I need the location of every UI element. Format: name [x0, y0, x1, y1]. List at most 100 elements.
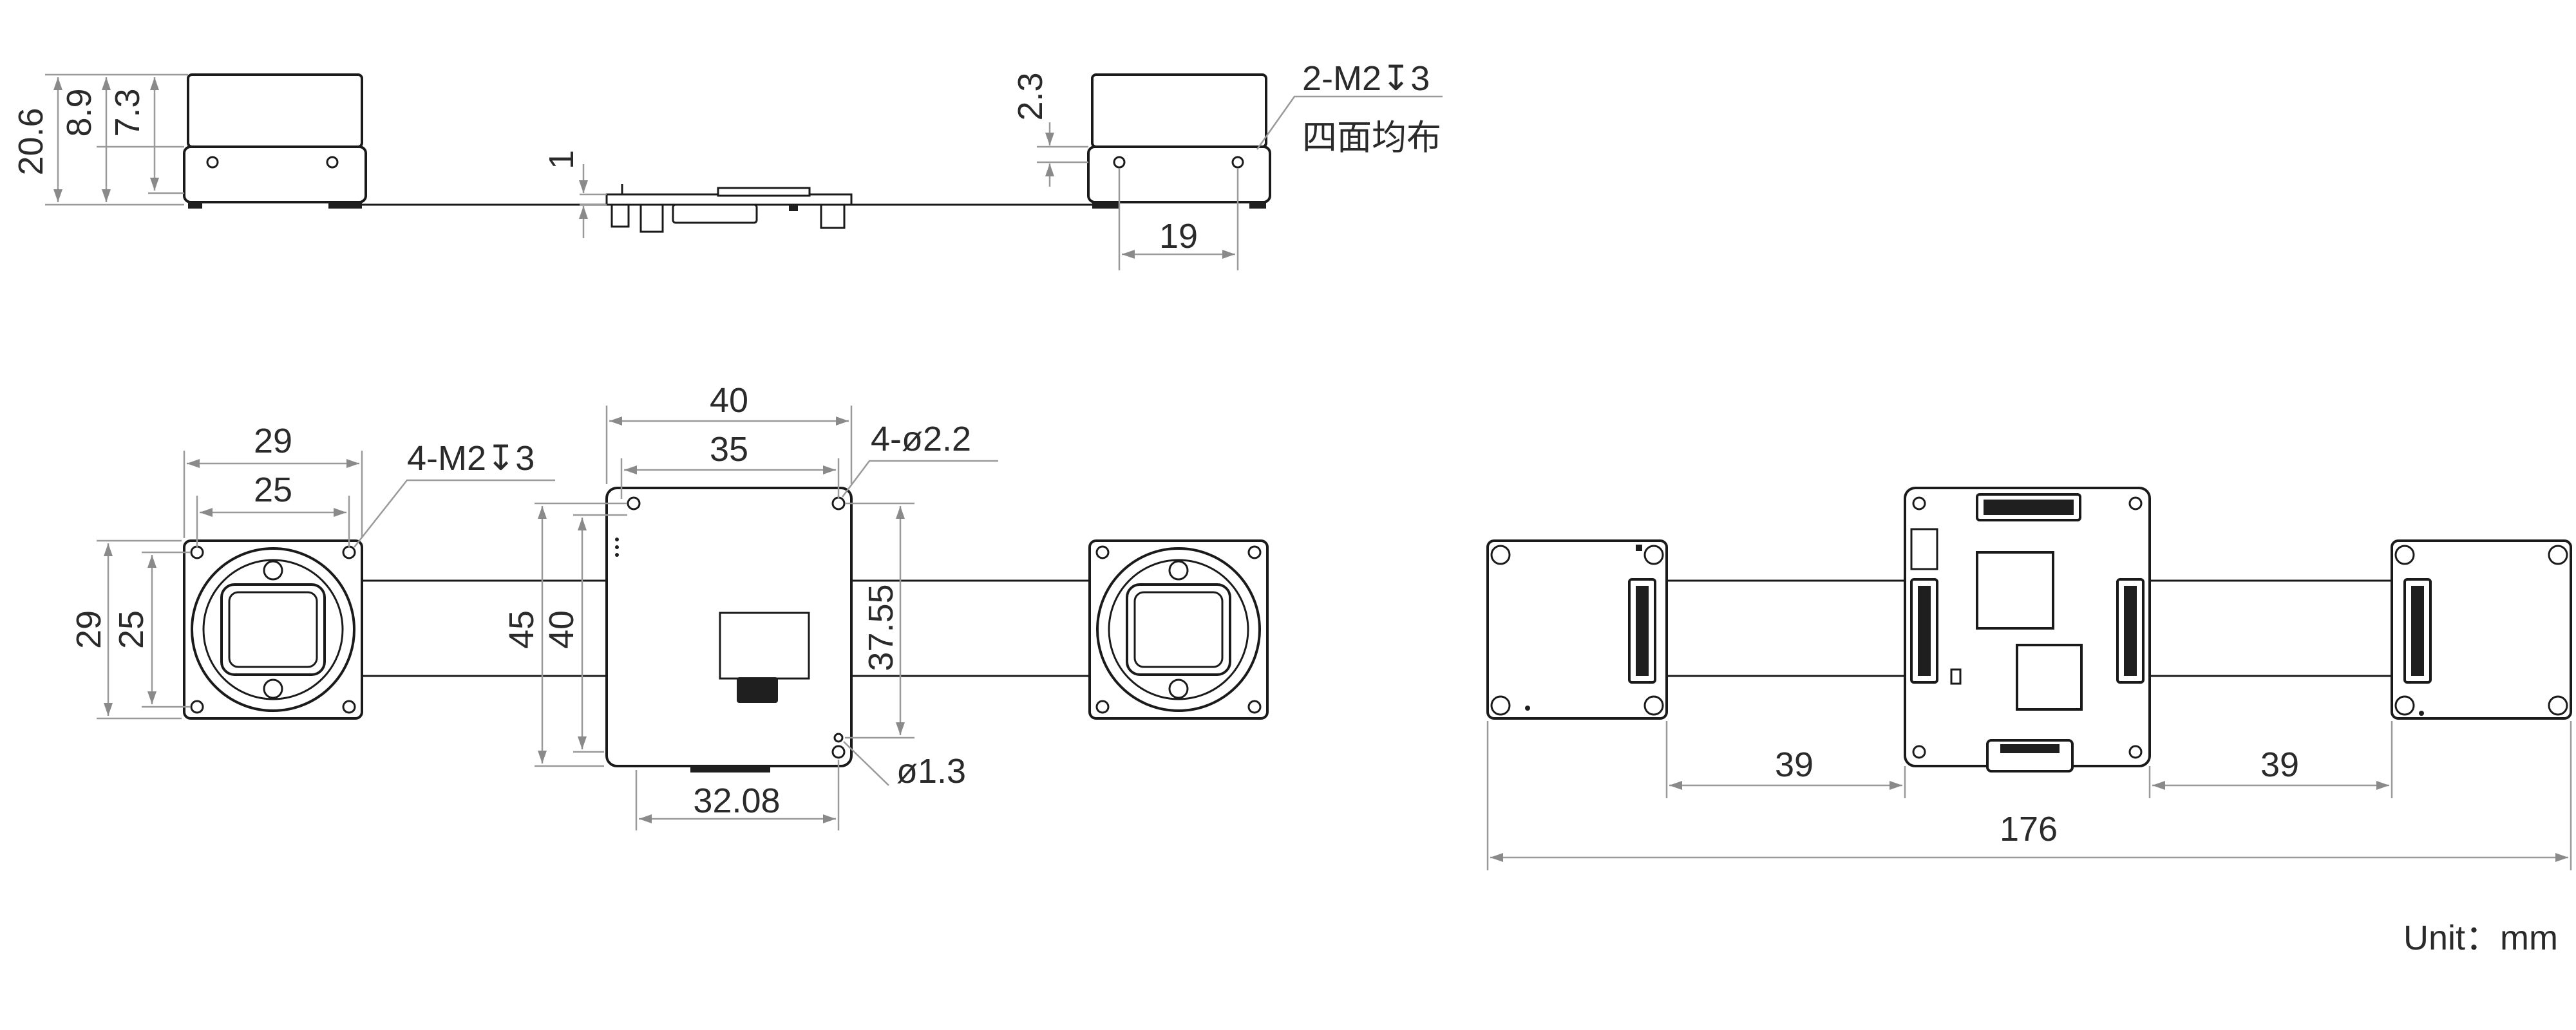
side-left-body — [183, 145, 367, 203]
side-left-screw-2 — [326, 156, 339, 169]
back-board-hole-3 — [1912, 745, 1926, 759]
front-left-corner-hole-4 — [342, 700, 356, 714]
back-board-fpc-right-pins — [2124, 586, 2137, 676]
side-left-camera — [183, 73, 367, 209]
front-board-led-1 — [615, 538, 619, 541]
back-board-chip-2 — [2016, 644, 2083, 711]
dim-board-thickness: 1 — [542, 150, 581, 169]
side-board-connector-bottom — [672, 203, 758, 224]
callout-module-thread: 4-M2↧3 — [407, 439, 535, 478]
back-right-screw-1 — [2394, 545, 2415, 565]
front-right-sensor-inner — [1133, 591, 1224, 668]
side-left-foot-1 — [188, 202, 202, 209]
back-board-hole-2 — [2128, 496, 2143, 510]
front-left-corner-hole-1 — [190, 545, 204, 559]
front-center-board — [605, 487, 853, 772]
side-board-component-1 — [639, 203, 664, 233]
side-left-screw-1 — [206, 156, 219, 169]
front-right-lens-screw-bottom — [1168, 679, 1189, 699]
back-board-hole-1 — [1912, 496, 1926, 510]
back-board-bottom-connector-pins — [2000, 744, 2060, 753]
side-right-foot-2 — [1249, 202, 1266, 209]
side-right-camera — [1087, 73, 1271, 209]
back-left-dot — [1525, 706, 1530, 711]
back-right-screw-3 — [2394, 695, 2415, 716]
front-left-lens-screw-bottom — [263, 679, 283, 699]
back-board-top-connector-pins — [1984, 500, 2074, 515]
back-board-hole-4 — [2128, 745, 2143, 759]
dim-total-height: 20.6 — [12, 108, 50, 175]
side-right-screw-1 — [1113, 156, 1126, 169]
back-center-board — [1904, 487, 2151, 772]
front-left-camera — [183, 539, 363, 720]
callout-board-holes: 4-ø2.2 — [871, 420, 971, 458]
front-right-corner-hole-2 — [1247, 545, 1262, 559]
side-left-lens-housing — [187, 73, 363, 148]
front-right-corner-hole-3 — [1095, 700, 1110, 714]
front-board-ic — [737, 677, 778, 703]
callout-small-hole: ø1.3 — [896, 752, 966, 791]
front-board-led-3 — [615, 553, 619, 557]
back-board-fpc-left-pins — [1918, 586, 1931, 676]
back-board-chip-1 — [1976, 551, 2054, 630]
front-right-corner-hole-1 — [1095, 545, 1110, 559]
back-left-screw-4 — [1643, 695, 1664, 716]
back-left-module — [1486, 539, 1668, 720]
front-left-sensor-inner — [228, 591, 318, 668]
back-left-screw-2 — [1643, 545, 1664, 565]
front-right-camera — [1088, 539, 1269, 720]
front-board-hole-1 — [627, 496, 641, 510]
dim-cable-right: 39 — [2260, 745, 2299, 784]
side-right-screw-2 — [1231, 156, 1244, 169]
front-board-hole-2 — [831, 496, 846, 510]
dim-overall-length: 176 — [2000, 810, 2058, 848]
front-right-corner-hole-4 — [1247, 700, 1262, 714]
dim-hole-spacing: 19 — [1159, 217, 1198, 256]
dim-body-height: 7.3 — [108, 88, 147, 136]
dim-module-width: 29 — [254, 422, 292, 460]
dim-board-hole-pitch-right: 37.55 — [862, 584, 900, 671]
side-board-component-3 — [820, 203, 846, 229]
front-left-lens-screw-top — [263, 560, 283, 581]
dim-board-width: 40 — [710, 381, 748, 420]
back-view: 39 39 176 — [1486, 487, 2572, 870]
side-board-component-2 — [611, 203, 630, 228]
dim-lens-height: 8.9 — [60, 88, 99, 136]
back-right-screw-4 — [2548, 695, 2568, 716]
dim-cable-left: 39 — [1775, 745, 1814, 784]
back-board-small-part — [1950, 668, 1962, 685]
dim-connector-offset: 32.08 — [693, 782, 780, 820]
side-board-component-4 — [789, 205, 798, 211]
front-right-lens-screw-top — [1168, 560, 1189, 581]
dim-module-hole-pitch-v: 25 — [112, 610, 151, 649]
front-board-small-hole — [833, 733, 844, 743]
front-left-corner-hole-3 — [190, 700, 204, 714]
dim-mount-offset: 2.3 — [1011, 72, 1050, 120]
dim-board-hole-pitch-v: 40 — [542, 610, 581, 649]
back-right-dot — [2419, 711, 2424, 716]
side-board-connector-top — [717, 187, 811, 197]
front-board-hole-3 — [831, 745, 846, 759]
front-board-connector-edge — [690, 766, 770, 772]
side-right-body — [1087, 145, 1271, 203]
back-left-fpc-pins — [1636, 586, 1649, 676]
side-right-lens-housing — [1091, 73, 1267, 148]
front-left-corner-hole-2 — [342, 545, 356, 559]
side-right-foot-1 — [1092, 202, 1119, 209]
front-view: 29 25 29 25 4-M2↧3 40 35 45 40 — [70, 381, 1269, 830]
back-left-mark — [1636, 545, 1642, 551]
callout-note-side: 四面均布 — [1302, 118, 1441, 157]
back-right-fpc-pins — [2411, 586, 2424, 676]
front-board-chip-outline — [719, 612, 810, 680]
back-board-switch — [1910, 528, 1938, 570]
front-board-led-2 — [615, 545, 619, 549]
back-left-board — [1486, 539, 1668, 720]
back-left-screw-3 — [1490, 695, 1511, 716]
back-right-screw-2 — [2548, 545, 2568, 565]
back-right-module — [2391, 539, 2572, 720]
dim-module-height: 29 — [70, 610, 108, 649]
dim-module-hole-pitch: 25 — [254, 471, 292, 509]
callout-thread-side: 2-M2↧3 — [1302, 59, 1430, 98]
dim-board-hole-pitch: 35 — [710, 430, 748, 469]
